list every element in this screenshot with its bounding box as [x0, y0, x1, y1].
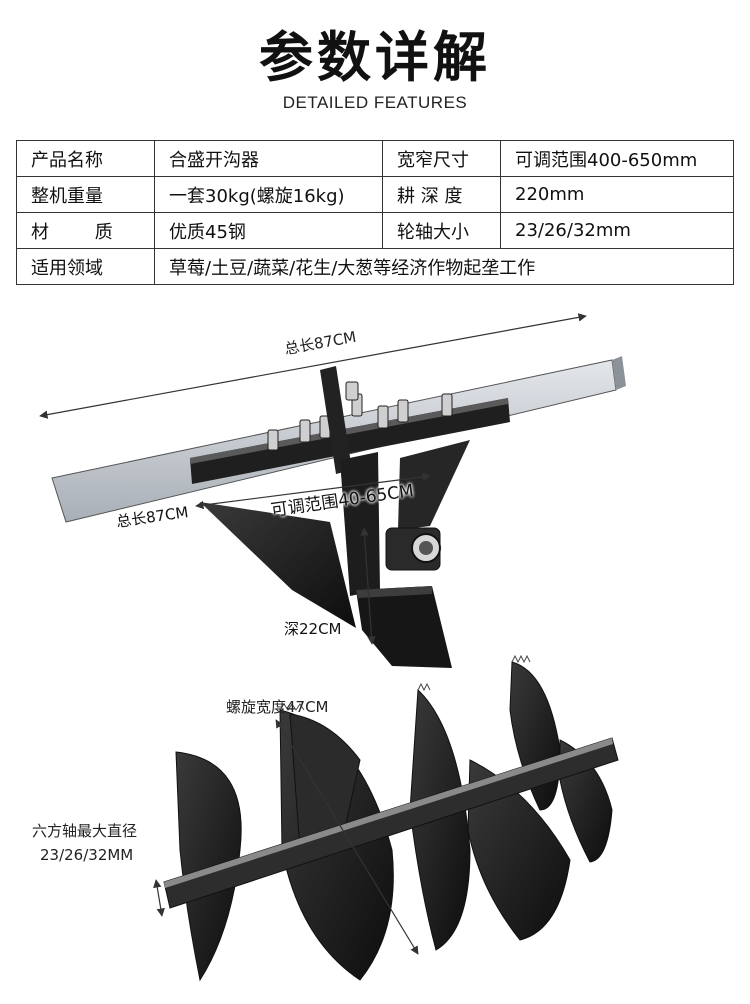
trencher-drawing: [39, 313, 626, 982]
table-cell: 耕 深 度: [382, 176, 501, 213]
label-hex-shaft-line2: 23/26/32MM: [40, 846, 134, 864]
table-cell: 轮轴大小: [382, 212, 501, 249]
table-cell: 产品名称: [16, 140, 155, 177]
product-illustration: 总长87CM 总长87CM 可调范围40-65CM 深22CM 螺旋宽度47CM…: [0, 290, 750, 1000]
table-cell: 宽窄尺寸: [382, 140, 501, 177]
left-wing: [200, 502, 356, 628]
table-cell: 可调范围400-650mm: [500, 140, 734, 177]
label-hex-shaft-line1: 六方轴最大直径: [32, 822, 138, 840]
table-cell: 适用领域: [16, 248, 155, 285]
main-shank: [340, 452, 380, 596]
table-cell: 整机重量: [16, 176, 155, 213]
table-cell: 合盛开沟器: [154, 140, 383, 177]
dimension-arrow-depth: [360, 527, 376, 645]
dimension-arrow-shaft: [153, 879, 165, 917]
table-cell: 材 质: [16, 212, 155, 249]
table-cell: 优质45钢: [154, 212, 383, 249]
spec-table: 产品名称 合盛开沟器 宽窄尺寸 可调范围400-650mm 整机重量 一套30k…: [16, 140, 734, 285]
table-row: 材 质 优质45钢 轮轴大小 23/26/32mm: [16, 212, 734, 249]
table-row: 产品名称 合盛开沟器 宽窄尺寸 可调范围400-650mm: [16, 140, 734, 177]
label-spiral-width: 螺旋宽度47CM: [226, 698, 329, 716]
table-cell: 220mm: [500, 176, 734, 213]
dimension-arrow-spiral: [275, 719, 419, 955]
table-cell: 草莓/土豆/蔬菜/花生/大葱等经济作物起垄工作: [154, 248, 734, 285]
table-row: 适用领域 草莓/土豆/蔬菜/花生/大葱等经济作物起垄工作: [16, 248, 734, 285]
dimension-arrow-width: [195, 472, 431, 510]
table-cell: 23/26/32mm: [500, 212, 734, 249]
page-subtitle: DETAILED FEATURES: [282, 93, 468, 112]
clamp-bar: [190, 398, 510, 484]
table-cell: 一套30kg(螺旋16kg): [154, 176, 383, 213]
page-title: 参数详解: [259, 26, 491, 89]
label-depth: 深22CM: [284, 620, 342, 638]
table-row: 整机重量 一套30kg(螺旋16kg) 耕 深 度 220mm: [16, 176, 734, 213]
dimension-arrow-length: [39, 313, 587, 419]
plow-body: [356, 586, 452, 668]
